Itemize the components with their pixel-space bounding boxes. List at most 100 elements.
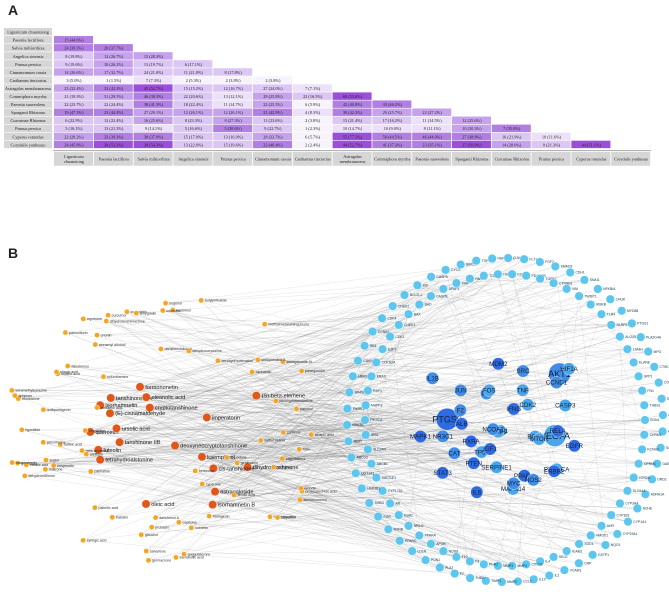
network-node xyxy=(535,556,545,566)
network-edge xyxy=(146,396,629,522)
network-edge xyxy=(110,397,540,440)
matrix-cell-value: 10 (9.0%) xyxy=(384,126,402,131)
network-edge xyxy=(213,275,484,469)
network-edge xyxy=(97,324,612,336)
network-edge xyxy=(83,318,513,566)
network-edge xyxy=(106,320,372,464)
matrix-cell-value: 3 (5.0%) xyxy=(66,78,82,83)
network-edge xyxy=(283,424,348,433)
node-label: eugenol xyxy=(169,301,182,305)
node-label: NQO1 xyxy=(611,543,621,547)
network-edge xyxy=(217,360,356,474)
network-node xyxy=(438,284,448,294)
network-node xyxy=(535,257,545,267)
network-node xyxy=(657,394,667,404)
network-edge xyxy=(98,323,632,451)
network-node xyxy=(637,386,647,396)
network-node xyxy=(629,357,639,367)
network-node xyxy=(465,274,475,284)
network-edge xyxy=(106,320,474,464)
matrix-cell xyxy=(372,108,412,116)
matrix-cell-value: 17 (16.2%) xyxy=(383,118,403,123)
network-node xyxy=(257,437,264,444)
node-label: HSD3B1 xyxy=(367,487,380,491)
network-edge xyxy=(100,304,591,406)
network-edge xyxy=(201,300,353,377)
matrix-cell-value: 18 (22.4%) xyxy=(184,102,204,107)
matrix-cell xyxy=(54,108,93,116)
network-node xyxy=(586,530,596,540)
network-edge xyxy=(155,405,366,518)
matrix-cell-value: 28 (33.7%) xyxy=(263,134,283,139)
node-label: rotundone xyxy=(230,456,246,460)
network-edge xyxy=(139,288,567,388)
node-label: neocryptotanshinone xyxy=(279,399,312,403)
column-label: Curcumae Rhizoma xyxy=(495,156,529,161)
matrix-cell-value: 15 (28.3%) xyxy=(144,54,164,59)
matrix-cell xyxy=(133,52,173,60)
node-label: (E)-cinnamaldehyde xyxy=(115,411,165,417)
matrix-cell-value: 22 (20.6%) xyxy=(184,94,204,99)
node-label: CTSK xyxy=(660,365,669,369)
network-node xyxy=(516,383,530,397)
network-edge xyxy=(201,259,525,457)
network-edge xyxy=(300,488,444,552)
network-edge xyxy=(98,272,571,451)
network-edge xyxy=(256,382,557,396)
node-label: ferulic acid xyxy=(238,493,255,497)
network-edge xyxy=(109,413,356,474)
network-edge xyxy=(110,397,448,420)
network-edge xyxy=(188,350,499,364)
matrix-cell xyxy=(133,116,173,124)
network-edge xyxy=(12,462,606,546)
network-edge xyxy=(217,360,618,535)
network-node xyxy=(451,278,461,288)
network-edge xyxy=(108,315,377,363)
network-edge xyxy=(116,345,365,429)
network-edge xyxy=(260,390,461,441)
network-edge xyxy=(247,405,566,468)
network-edge xyxy=(100,459,602,526)
network-node xyxy=(634,371,644,381)
row-label: Cinnamomum cassia xyxy=(10,70,47,75)
node-label: F10 xyxy=(462,555,468,559)
matrix-cell-value: 38 (37.0%) xyxy=(144,134,164,139)
network-node xyxy=(404,309,414,319)
network-edge xyxy=(301,491,602,526)
network-edge xyxy=(398,288,598,516)
matrix-cell xyxy=(93,76,133,84)
network-node xyxy=(497,577,507,587)
network-edge xyxy=(18,336,620,399)
node-label: corydaline xyxy=(89,429,105,433)
node-label: PIK3R1 xyxy=(353,407,365,411)
matrix-cell-value: 12 (26.1%) xyxy=(223,110,243,115)
network-edge xyxy=(172,309,567,552)
network-node xyxy=(550,261,560,271)
network-edge xyxy=(257,314,602,360)
node-label: ADRB2 xyxy=(668,430,669,434)
node-label: HIF1A xyxy=(560,366,578,373)
matrix-cell-value: 33 (39.3%) xyxy=(104,134,124,139)
network-edge xyxy=(11,348,628,391)
node-label: kaempferol xyxy=(207,455,235,461)
network-node xyxy=(453,403,467,417)
network-node xyxy=(224,454,230,461)
network-edge xyxy=(106,320,514,490)
column-label-cell xyxy=(253,151,292,166)
matrix-cell xyxy=(452,132,491,141)
node-label: PPARD xyxy=(405,539,417,543)
matrix-cell xyxy=(292,108,332,116)
network-edge xyxy=(565,296,580,406)
network-node xyxy=(270,464,277,470)
network-edge xyxy=(174,445,471,579)
network-edge xyxy=(212,435,556,505)
network-node xyxy=(414,300,424,310)
matrix-cell-value: 14 (28.0%) xyxy=(502,142,522,147)
node-label: RB1 xyxy=(370,344,377,348)
network-node xyxy=(547,464,561,478)
network-node xyxy=(43,457,49,463)
matrix-cell-value: 22 (25.5%) xyxy=(263,102,283,107)
network-edge xyxy=(212,376,353,505)
network-edge xyxy=(116,428,555,436)
matrix-cell-value: 8 (11.1%) xyxy=(424,126,442,131)
